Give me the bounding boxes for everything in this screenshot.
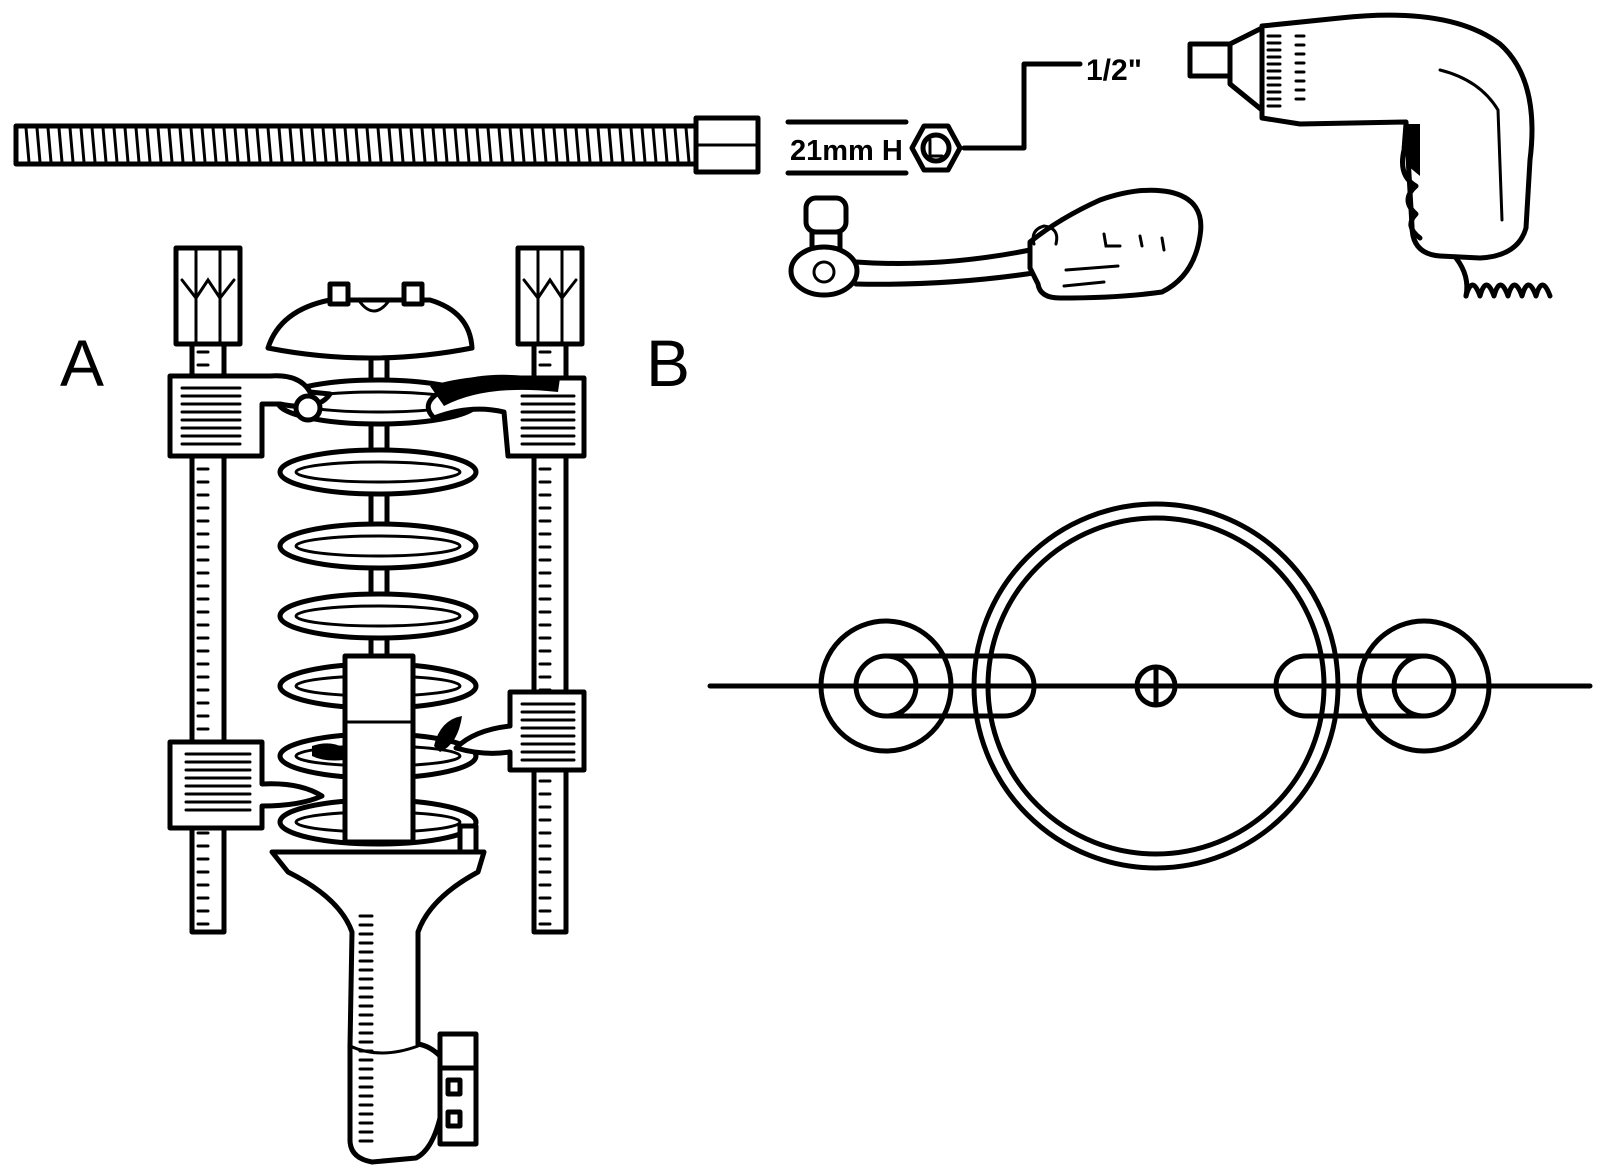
- right-clamp-arm: [1273, 618, 1492, 754]
- upper-right-clamp: [425, 374, 587, 459]
- socket-size-callout: 21mm H: [785, 119, 909, 176]
- lower-right-clamp: [453, 689, 587, 773]
- lower-left-clamp: [167, 739, 325, 831]
- impact-wrench-icon: [1187, 12, 1553, 299]
- label-b: B: [646, 326, 690, 400]
- left-clamp-arm: [818, 618, 1037, 754]
- centre-mark-icon: [1134, 664, 1178, 708]
- label-a: A: [60, 326, 104, 400]
- hand-icon: [1027, 187, 1204, 301]
- socket-icon: [909, 61, 1083, 173]
- strut-knuckle-bracket: [269, 823, 487, 1165]
- socket-size-label: 21mm H: [790, 135, 903, 167]
- damper-body: [342, 653, 416, 845]
- ratchet-handle-icon: [788, 195, 1043, 298]
- spring-compressor: [167, 245, 587, 1165]
- upper-left-clamp: [167, 373, 333, 459]
- spring-plate-top-view: [707, 501, 1593, 871]
- outer-plate-ring: [971, 501, 1341, 871]
- drive-size-label: 1/2": [1086, 54, 1142, 87]
- strut-top-mount: [265, 281, 475, 361]
- inner-plate-ring: [985, 515, 1327, 857]
- right-threaded-rod: [515, 245, 585, 935]
- extension-bar: [13, 115, 761, 175]
- extension-bar-ribs: [24, 126, 691, 164]
- wrench-grip-ticks: [1266, 34, 1306, 108]
